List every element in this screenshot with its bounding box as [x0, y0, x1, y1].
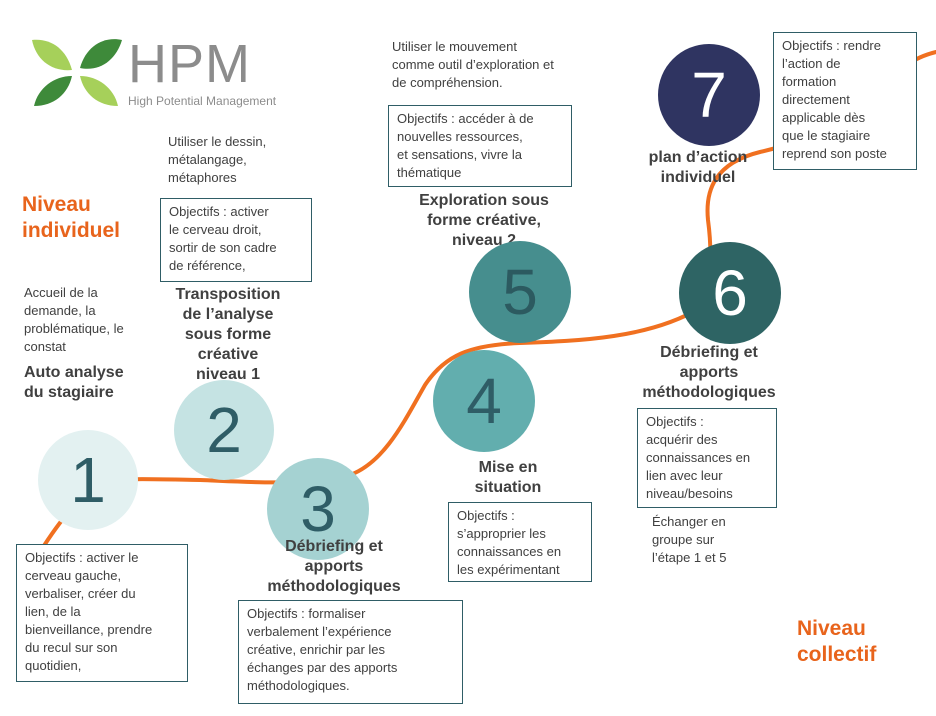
step-4-number: 4 — [466, 365, 502, 437]
step-1-title: Auto analyse du stagiaire — [24, 364, 124, 401]
step-1-circle: 1 — [38, 430, 138, 530]
step-7-number: 7 — [691, 59, 727, 131]
step-3-objectives-box: Objectifs : formaliser verbalement l’exp… — [238, 600, 463, 704]
step-7-circle: 7 — [658, 44, 760, 146]
step-7-title: plan d’action individuel — [648, 149, 748, 186]
level-individual-label: Niveau individuel — [22, 193, 121, 242]
step-2-title: Transposition de l’analyse sous forme cr… — [175, 286, 281, 383]
step-6-objectives-box: Objectifs : acquérir des connaissances e… — [637, 408, 777, 508]
step-5-number: 5 — [502, 256, 538, 328]
step-5-objectives-box: Objectifs : accéder à de nouvelles resso… — [388, 105, 572, 187]
step-1-objectives-box: Objectifs : activer le cerveau gauche, v… — [16, 544, 188, 682]
step-4-circle: 4 — [433, 350, 535, 452]
step-6-number: 6 — [712, 257, 748, 329]
hpm-logo: HPM High Potential Management — [28, 30, 276, 115]
step-3-title: Débriefing et apports méthodologiques — [267, 538, 401, 595]
step-5-title: Exploration sous forme créative, niveau … — [419, 192, 549, 249]
level-collective-label: Niveau collectif — [797, 617, 877, 666]
step-2-intro: Utiliser le dessin, métalangage, métapho… — [168, 134, 267, 185]
step-3-number: 3 — [300, 473, 336, 545]
step-6-note: Échanger en groupe sur l’étape 1 et 5 — [652, 514, 727, 565]
step-7-objectives-box: Objectifs : rendre l’action de formation… — [773, 32, 917, 170]
leaf-logo-icon — [32, 39, 122, 106]
logo-name: HPM — [128, 34, 251, 94]
step-5-circle: 5 — [469, 241, 571, 343]
step-2-number: 2 — [206, 394, 242, 466]
step-6-circle: 6 — [679, 242, 781, 344]
step-1-number: 1 — [70, 444, 106, 516]
step-2-objectives-box: Objectifs : activer le cerveau droit, so… — [160, 198, 312, 282]
step-5-intro: Utiliser le mouvement comme outil d’expl… — [392, 39, 554, 90]
step-4-objectives-box: Objectifs : s’approprier les connaissanc… — [448, 502, 592, 582]
step-1-intro: Accueil de la demande, la problématique,… — [24, 285, 124, 354]
step-4-title: Mise en situation — [474, 459, 542, 496]
step-2-circle: 2 — [174, 380, 274, 480]
step-6-title: Débriefing et apports méthodologiques — [642, 344, 776, 401]
step-3-circle: 3 — [267, 458, 369, 560]
logo-tagline: High Potential Management — [128, 94, 277, 108]
